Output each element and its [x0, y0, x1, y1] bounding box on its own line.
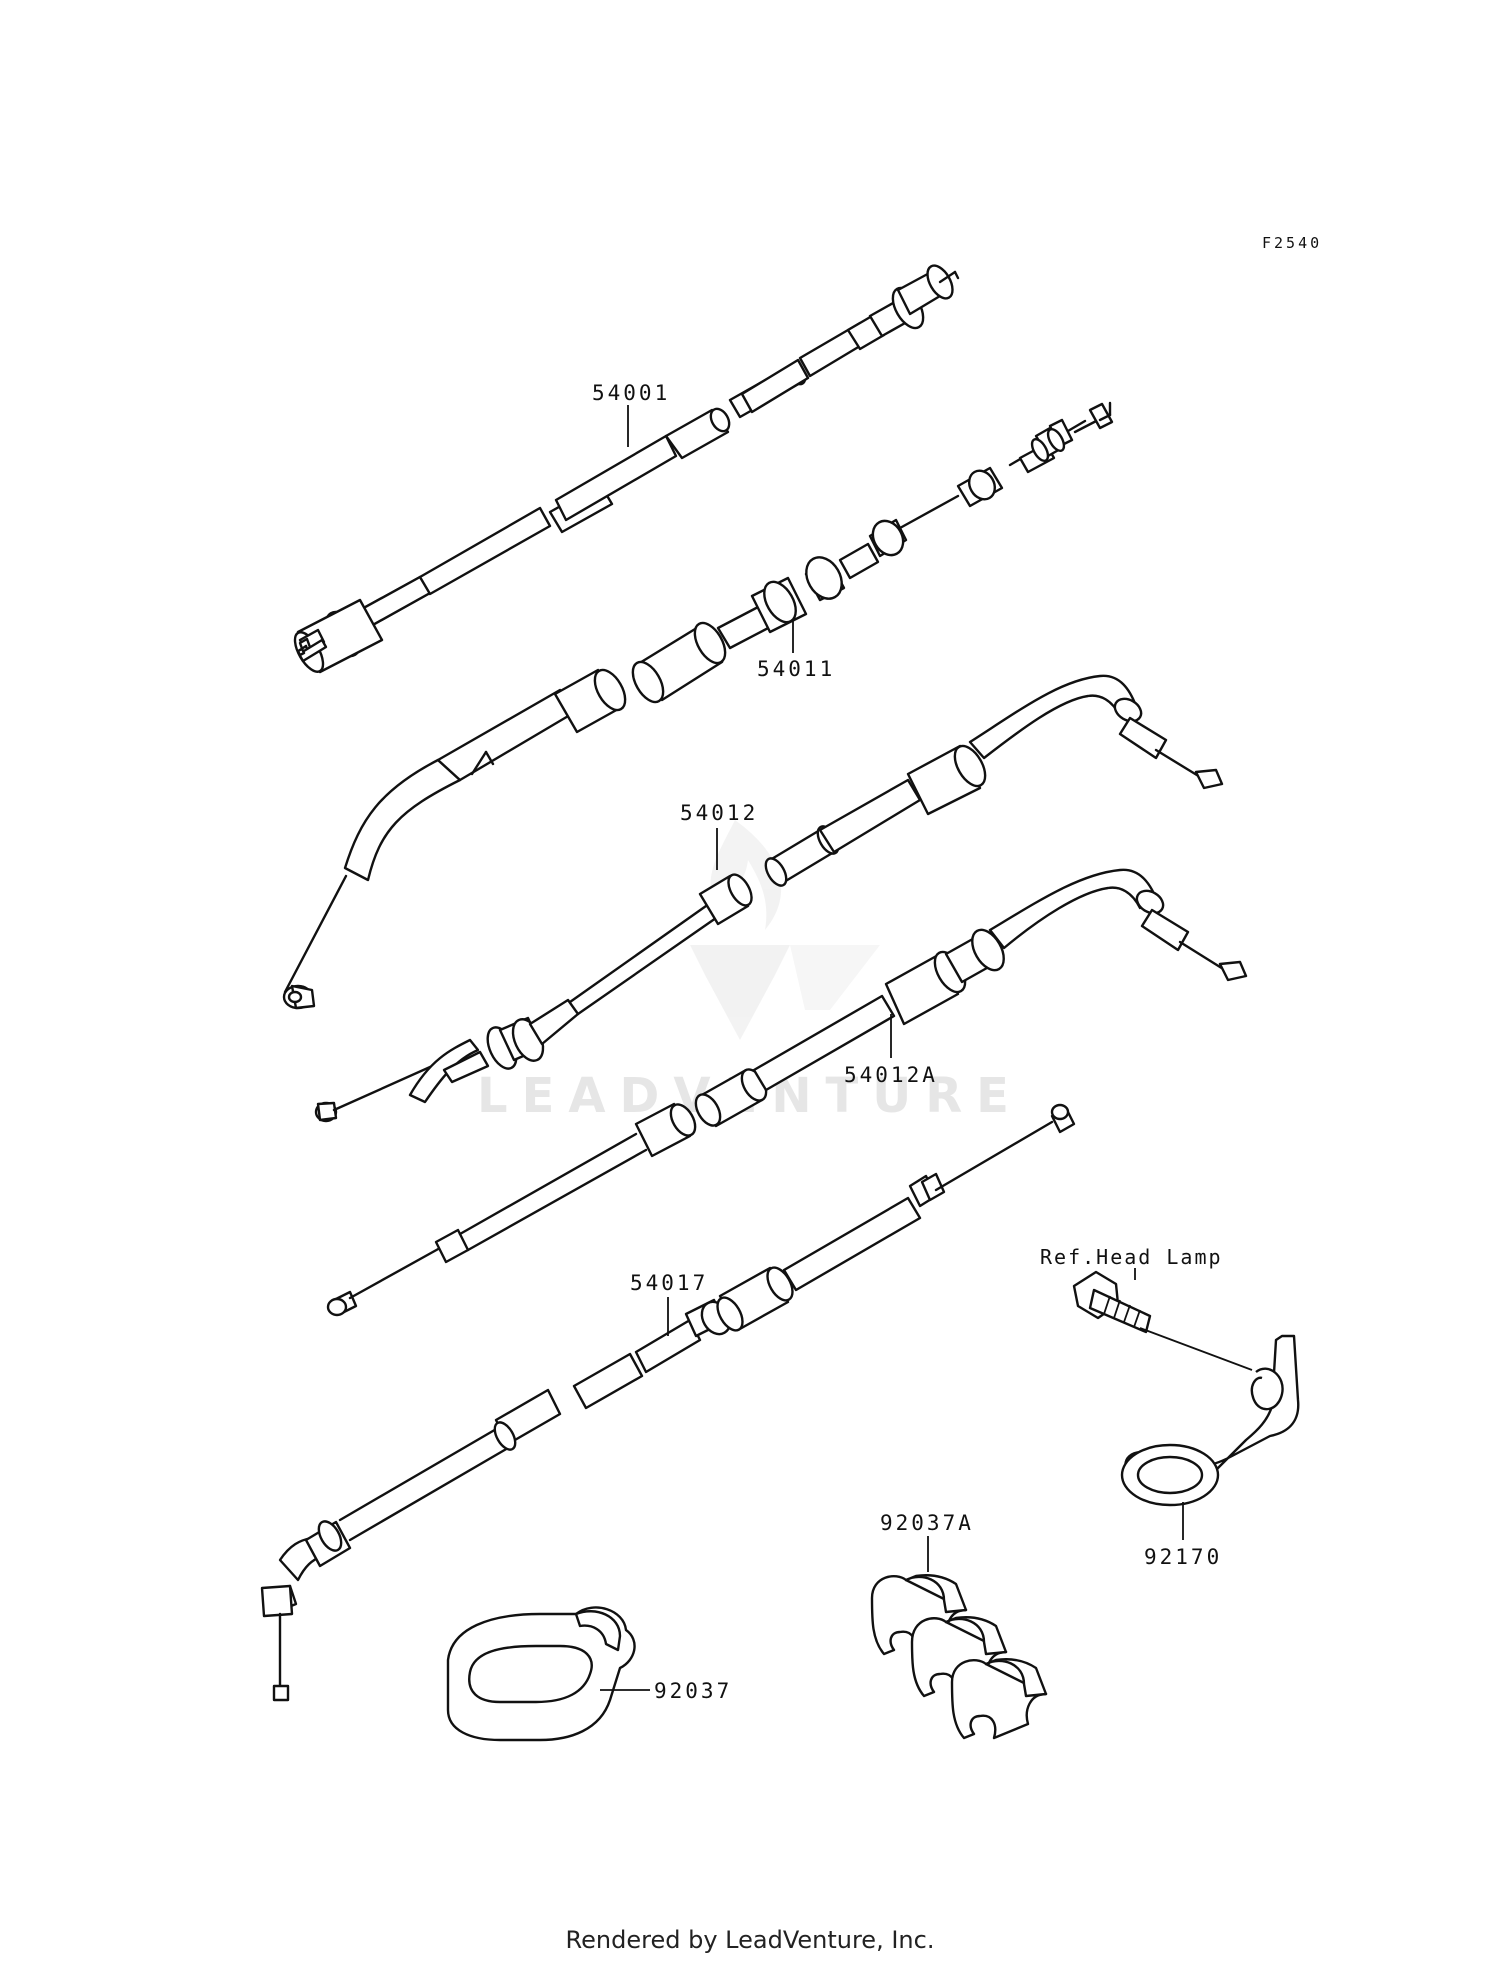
band-92037	[446, 1606, 650, 1742]
label-ref-head-lamp: Ref.Head Lamp	[1040, 1245, 1223, 1269]
label-92037: 92037	[654, 1679, 732, 1703]
cable-54001	[293, 264, 960, 674]
label-54012A: 54012A	[844, 1063, 938, 1087]
label-92037A: 92037A	[880, 1511, 974, 1535]
label-54012: 54012	[680, 801, 758, 825]
label-54017: 54017	[630, 1271, 708, 1295]
label-92170: 92170	[1144, 1545, 1222, 1569]
clamp-92037A	[870, 1536, 1048, 1740]
cable-54011	[282, 401, 1114, 1010]
cable-54012	[314, 674, 1224, 1123]
cable-54017	[260, 1103, 1076, 1702]
watermark-logo	[690, 820, 880, 1040]
label-54001: 54001	[592, 381, 670, 405]
wire-92170	[1072, 1268, 1300, 1540]
figure-code: F2540	[1262, 234, 1322, 252]
cable-54012A	[326, 868, 1248, 1317]
label-54011: 54011	[757, 657, 835, 681]
footer-credit: Rendered by LeadVenture, Inc.	[566, 1926, 935, 1954]
